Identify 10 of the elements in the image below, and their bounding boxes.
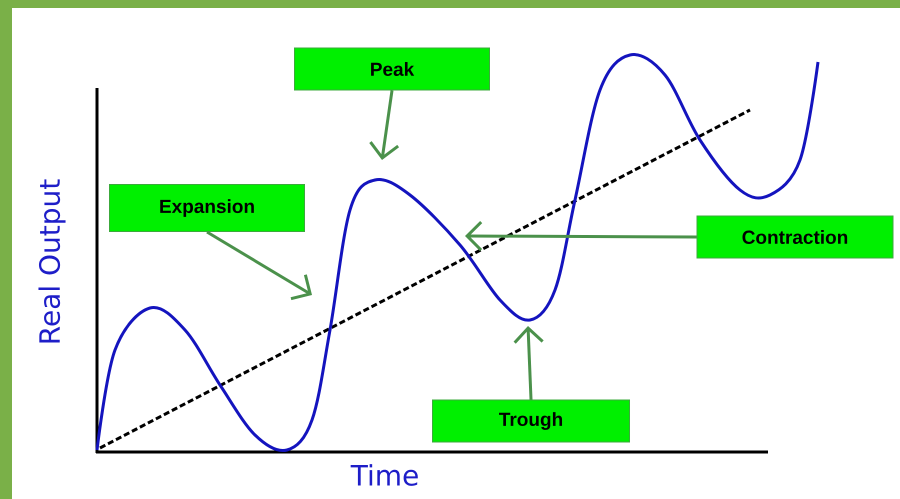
label-box: Expansion [109, 184, 305, 232]
label-box: Peak [294, 48, 490, 90]
arrow [514, 326, 544, 400]
arrow [206, 230, 312, 300]
axis-title: Real Output [38, 179, 66, 343]
arrow [369, 90, 400, 160]
label-box: Trough [432, 400, 630, 442]
axis-title: Time [350, 464, 418, 486]
label-box: Contraction [696, 216, 894, 258]
arrow [465, 221, 697, 252]
